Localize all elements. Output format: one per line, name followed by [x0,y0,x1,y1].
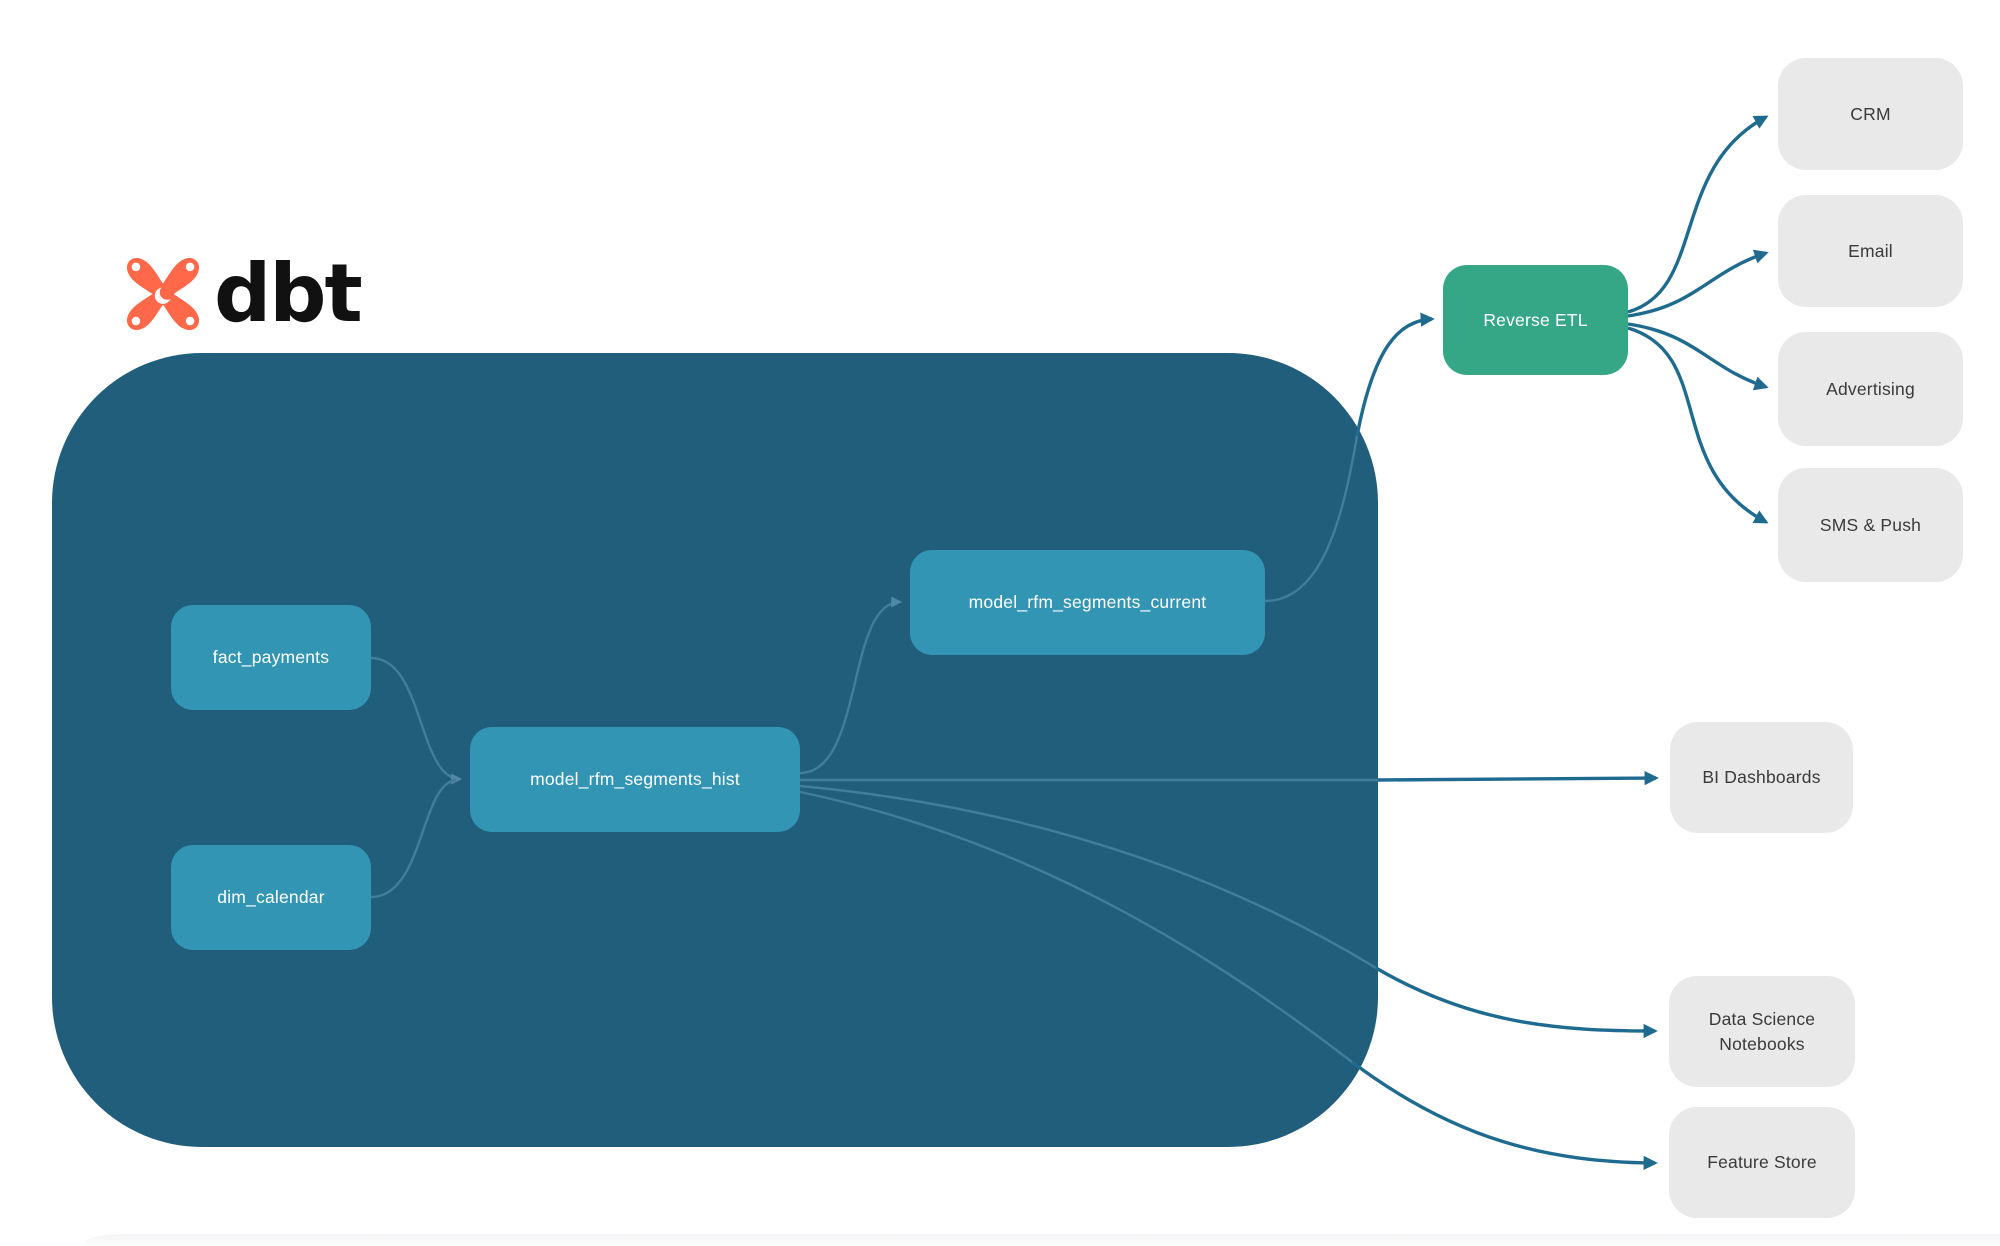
node-label: BI Dashboards [1702,767,1821,787]
node-model-rfm-segments-hist: model_rfm_segments_hist [470,727,800,832]
edge-reverse-etl-to-crm [1627,115,1769,314]
node-label: model_rfm_segments_hist [530,769,740,789]
node-data-science-notebooks: Data Science Notebooks [1669,976,1855,1087]
node-label: fact_payments [212,647,330,667]
node-sms-push: SMS & Push [1778,468,1963,582]
edge-boundary-to-reverse-etl [1355,312,1435,437]
node-label: SMS & Push [1819,514,1922,535]
node-dim-calendar: dim_calendar [171,845,371,950]
node-label: Data Science Notebooks [1708,1008,1816,1054]
node-label: model_rfm_segments_current [968,592,1207,612]
node-label: Advertising [1826,378,1915,399]
node-label: Reverse ETL [1483,309,1588,330]
edge-reverse-etl-to-advertising [1627,322,1769,391]
node-email: Email [1778,195,1963,307]
node-label: Email [1848,240,1893,261]
node-crm: CRM [1778,58,1963,170]
dbt-logo: dbt [122,247,363,340]
dbt-logo-icon [126,257,200,331]
node-label: dim_calendar [217,887,325,907]
edge-boundary-to-bi-dashboards [1377,770,1659,786]
edge-reverse-etl-to-sms [1627,326,1769,524]
node-label: Feature Store [1707,1152,1817,1172]
node-fact-payments: fact_payments [171,605,371,710]
node-reverse-etl: Reverse ETL [1443,265,1628,375]
bottom-page-edge [84,1234,2000,1246]
dbt-wordmark: dbt [214,247,363,340]
node-advertising: Advertising [1778,332,1963,446]
node-feature-store: Feature Store [1669,1107,1855,1218]
node-model-rfm-segments-current: model_rfm_segments_current [910,550,1265,655]
edge-boundary-to-feature-store [1350,1060,1658,1171]
edge-reverse-etl-to-email [1627,249,1769,318]
node-label: CRM [1850,103,1891,124]
node-bi-dashboards: BI Dashboards [1670,722,1853,833]
edge-boundary-to-data-science [1375,966,1658,1039]
